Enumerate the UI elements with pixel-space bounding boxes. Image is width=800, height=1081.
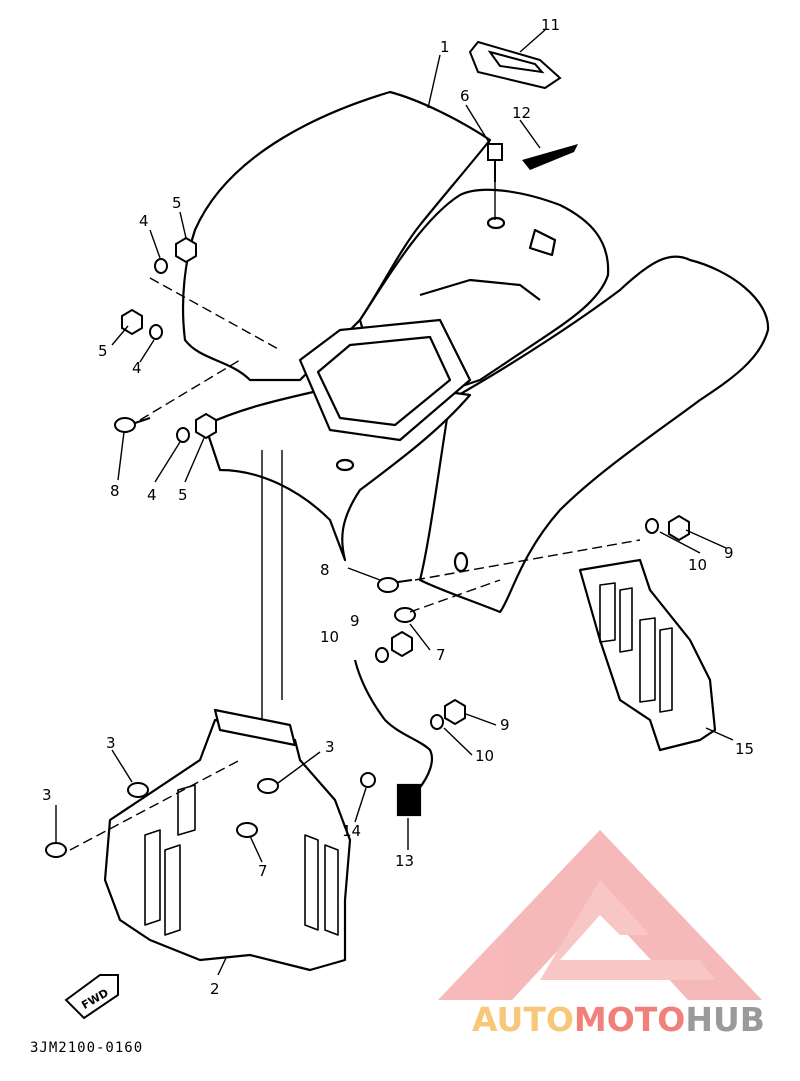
side-flap-part-15	[578, 558, 717, 752]
callout-numbers: 1 2 3 3 3 4 4 4 5 5 5 6 7 7 8 8 9 9 9 10…	[42, 16, 754, 998]
callout-part-4-a: 4	[139, 212, 149, 230]
fwd-arrow-icon: FWD	[64, 974, 119, 1020]
strap-part-11	[468, 40, 562, 90]
callout-part-6: 6	[460, 87, 470, 105]
callout-part-3-c: 3	[42, 786, 52, 804]
label-part-12	[522, 144, 578, 170]
wire-lead-part-13	[353, 659, 434, 817]
callout-part-15: 15	[735, 740, 754, 758]
callout-part-10-a: 10	[688, 556, 707, 574]
callout-part-7-a: 7	[436, 646, 446, 664]
watermark-hub: HUB	[685, 1000, 765, 1039]
mud-flap-part-2	[103, 708, 352, 972]
callout-part-7-b: 7	[258, 862, 268, 880]
fasteners	[45, 236, 690, 858]
callout-part-4-c: 4	[147, 486, 157, 504]
rear-fender-part-1	[181, 90, 770, 614]
callout-part-13: 13	[395, 852, 414, 870]
callout-part-10-b: 10	[320, 628, 339, 646]
watermark-auto: AUTO	[472, 1000, 574, 1039]
callout-part-1: 1	[440, 38, 450, 56]
assembly-lines	[69, 180, 641, 851]
watermark-logo-icon	[438, 830, 762, 1000]
callout-part-11: 11	[541, 16, 560, 34]
callout-part-10-c: 10	[475, 747, 494, 765]
callout-part-9-a: 9	[724, 544, 734, 562]
callout-part-12: 12	[512, 104, 531, 122]
callout-part-9-c: 9	[500, 716, 510, 734]
callout-part-5-a: 5	[172, 194, 182, 212]
callout-part-3-b: 3	[325, 738, 335, 756]
callout-part-2: 2	[210, 980, 220, 998]
watermark-moto: MOTO	[573, 1000, 686, 1039]
diagram-code: 3JM2100-0160	[30, 1040, 144, 1056]
leader-lines	[55, 29, 734, 976]
watermark-text: AUTOMOTOHUB	[472, 1000, 765, 1039]
callout-part-5-c: 5	[178, 486, 188, 504]
callout-part-8-a: 8	[110, 482, 120, 500]
callout-part-4-b: 4	[132, 359, 142, 377]
callout-part-3-a: 3	[106, 734, 116, 752]
callout-part-9-b: 9	[350, 612, 360, 630]
callout-part-8-b: 8	[320, 561, 330, 579]
callout-part-5-b: 5	[98, 342, 108, 360]
bolt-part-6	[487, 143, 503, 182]
callout-part-14: 14	[342, 822, 361, 840]
